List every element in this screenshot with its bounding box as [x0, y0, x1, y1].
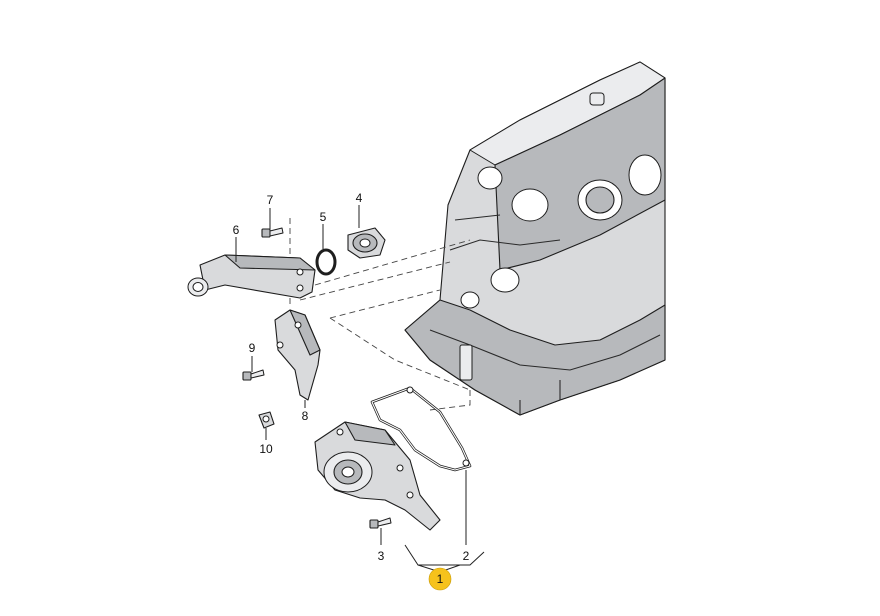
water-pump [314, 421, 441, 531]
gasket-2 [370, 386, 472, 472]
engine-block [404, 61, 666, 416]
bolt-3 [369, 517, 392, 529]
callout-6: 6 [233, 223, 240, 237]
o-ring-5 [315, 248, 337, 276]
callout-3: 3 [378, 549, 385, 563]
callout-8: 8 [302, 409, 309, 423]
callout-4: 4 [356, 191, 363, 205]
callout-7: 7 [267, 193, 274, 207]
coolant-pipe-flange [187, 254, 316, 299]
callout-labels: 7 5 4 6 9 8 10 3 2 1 [233, 191, 470, 591]
cap-nut-10 [258, 411, 275, 429]
cover-bracket-8 [274, 309, 321, 401]
callout-9: 9 [249, 341, 256, 355]
callout-1-highlight [428, 567, 452, 591]
callout-5: 5 [320, 210, 327, 224]
thermostat-4 [347, 227, 386, 259]
callout-1: 1 [437, 572, 444, 586]
bolt-7 [261, 227, 284, 238]
bolt-9 [242, 369, 265, 381]
callout-2: 2 [463, 549, 470, 563]
callout-10: 10 [259, 442, 273, 456]
